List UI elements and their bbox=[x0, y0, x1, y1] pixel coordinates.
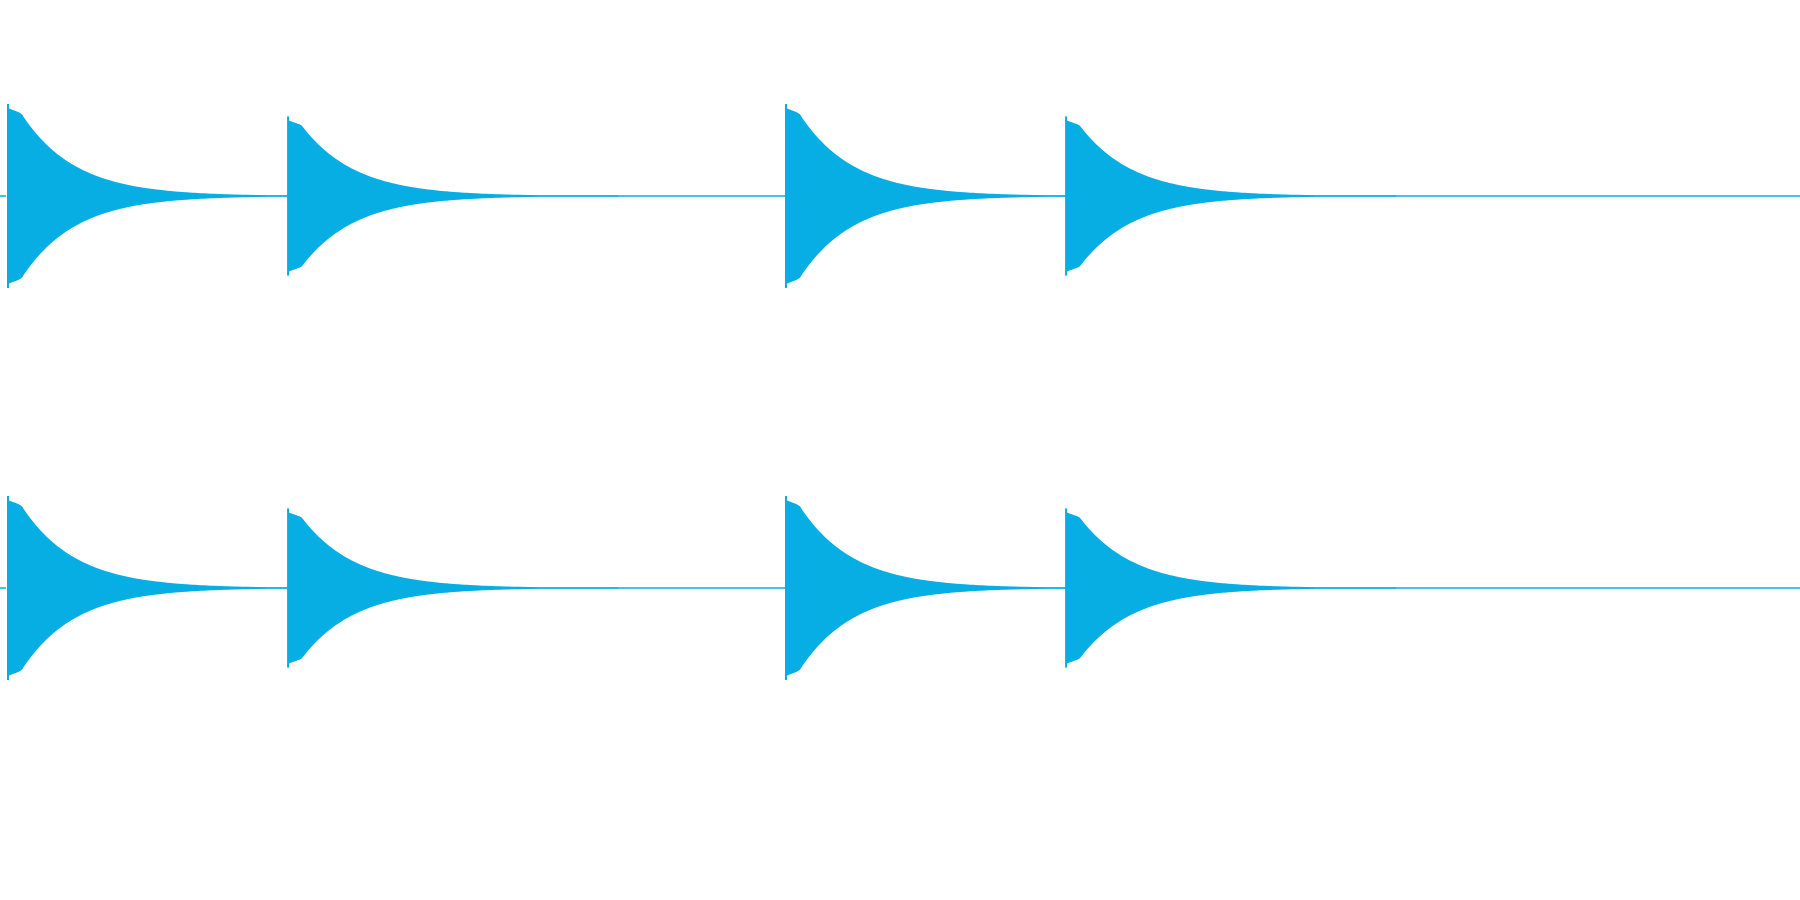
waveform-note-envelope bbox=[1066, 120, 1397, 272]
waveform-note-envelope bbox=[786, 500, 1116, 676]
waveform-note-envelope bbox=[786, 108, 1116, 284]
waveform-note-envelope bbox=[8, 108, 338, 284]
waveform-note-envelope bbox=[288, 512, 619, 664]
waveform-note-envelope bbox=[8, 500, 338, 676]
waveform-note-envelope bbox=[1066, 512, 1397, 664]
waveform-note-envelope bbox=[288, 120, 619, 272]
channel-2-track[interactable] bbox=[0, 496, 1800, 680]
channel-1-track[interactable] bbox=[0, 104, 1800, 288]
